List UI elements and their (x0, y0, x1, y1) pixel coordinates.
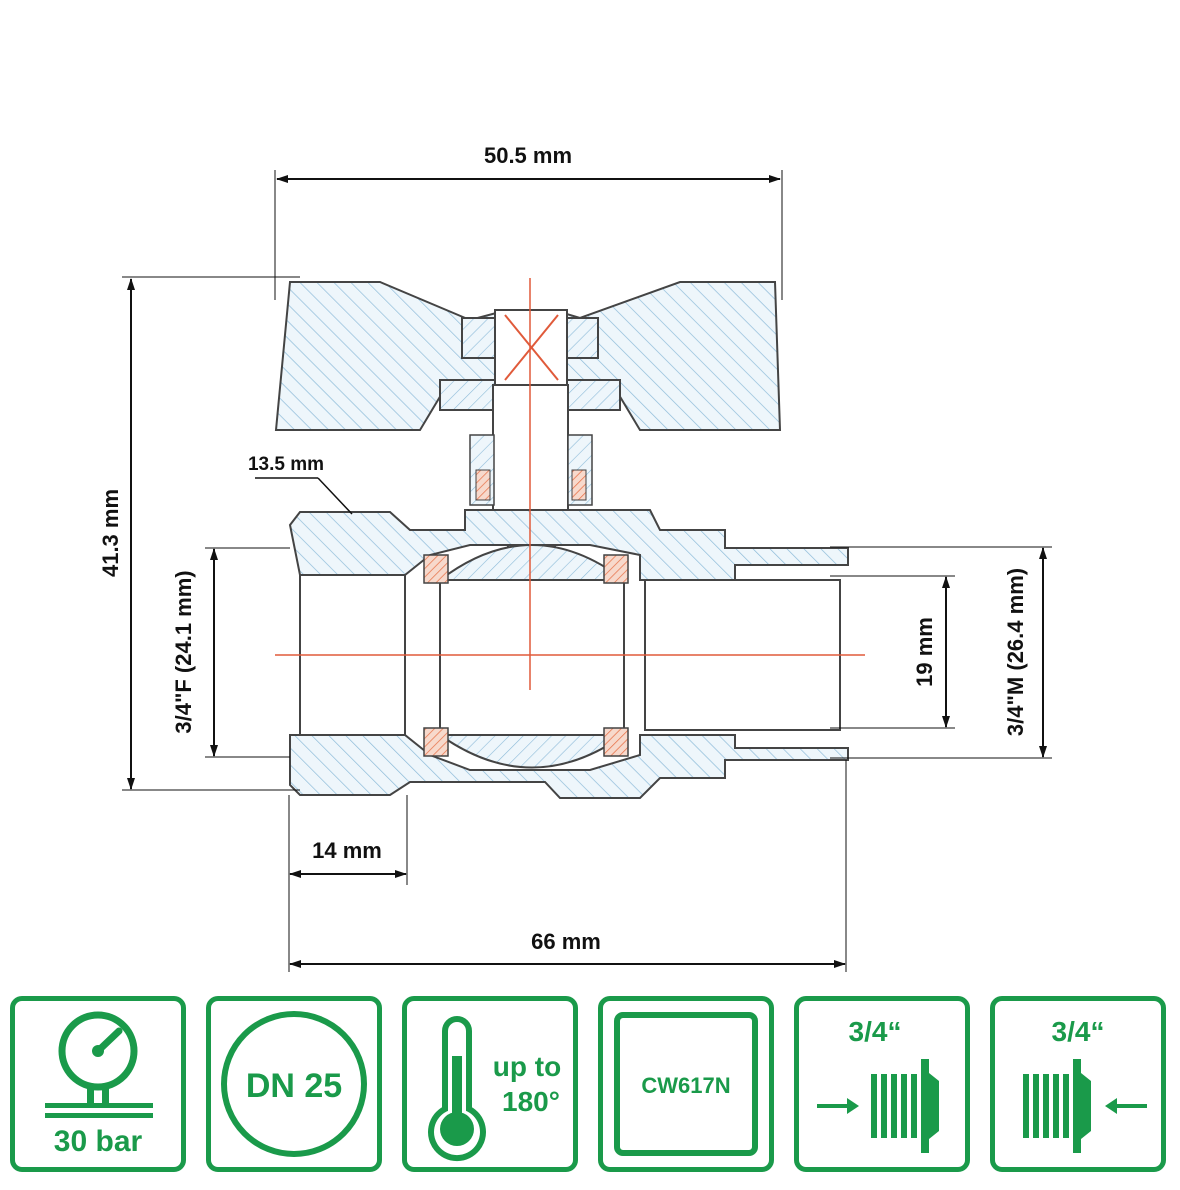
badge-pressure: 30 bar (10, 996, 186, 1172)
pressure-gauge-icon (45, 1011, 153, 1118)
square-frame-icon (614, 1012, 758, 1156)
badge-nominal-diameter: DN 25 (206, 996, 382, 1172)
dim-hex-flat: 13.5 mm (248, 454, 324, 475)
badge-pressure-label: 30 bar (54, 1125, 143, 1158)
dim-total-length: 66 mm (531, 929, 601, 954)
dim-total-height: 41.3 mm (98, 489, 123, 577)
dim-bore: 19 mm (912, 617, 937, 687)
badge-male-thread: 3/4“ (794, 996, 970, 1172)
badge-female-thread-label: 3/4“ (1052, 1016, 1105, 1047)
badge-temperature: up to 180° (402, 996, 578, 1172)
badge-material-label: CW617N (641, 1073, 730, 1098)
badge-material: CW617N (598, 996, 774, 1172)
dim-handle-width: 50.5 mm (484, 143, 572, 168)
dim-female-thread-depth: 14 mm (312, 838, 382, 863)
circle-icon (221, 1011, 367, 1157)
thermometer-icon (428, 1016, 486, 1161)
center-lines (275, 278, 865, 690)
feature-badges: 30 bar DN 25 up to 180° CW617N 3/4“ (0, 990, 1180, 1180)
valve-body (288, 509, 849, 799)
badge-female-thread: 3/4“ (990, 996, 1166, 1172)
badge-male-thread-label: 3/4“ (849, 1016, 902, 1047)
ball-valve-cross-section: 50.5 mm 41.3 mm 13.5 mm 3/4"F (24.1 mm) … (98, 143, 1052, 972)
badge-temp-line1: up to (493, 1051, 561, 1082)
badge-temp-line2: 180° (502, 1086, 560, 1117)
dimension-lines (122, 170, 1052, 972)
dim-female-thread: 3/4"F (24.1 mm) (171, 570, 196, 733)
badge-dn-label: DN 25 (246, 1067, 342, 1105)
female-thread-icon (1023, 1059, 1147, 1153)
male-thread-icon (817, 1059, 939, 1153)
dim-male-thread: 3/4"M (26.4 mm) (1003, 568, 1028, 736)
